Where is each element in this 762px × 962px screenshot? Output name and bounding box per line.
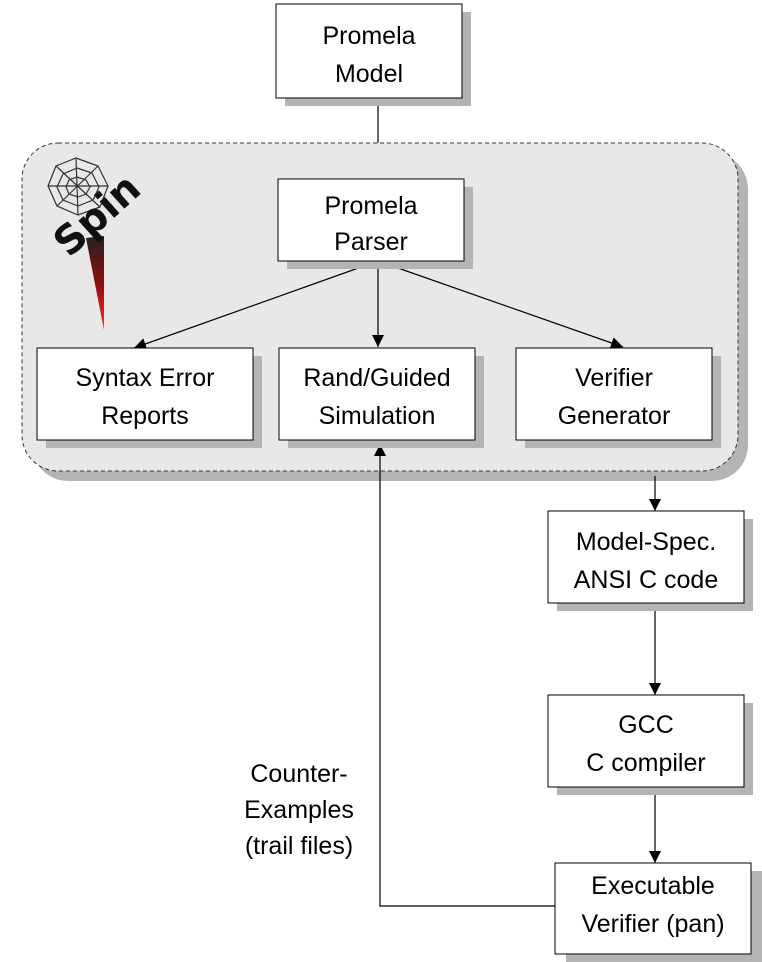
executable-verifier-box: Executable Verifier (pan) bbox=[554, 862, 762, 962]
spin-spike-icon bbox=[86, 236, 104, 330]
simulation-line2: Simulation bbox=[319, 402, 436, 430]
verifier-generator-line1: Verifier bbox=[575, 364, 653, 392]
counter-line1: Counter- bbox=[250, 760, 347, 788]
syntax-error-line2: Reports bbox=[101, 402, 189, 430]
parser-to-generator-arrow bbox=[377, 260, 624, 349]
syntax-error-line1: Syntax Error bbox=[76, 364, 215, 392]
gcc-line1: GCC bbox=[618, 711, 674, 739]
connectors bbox=[133, 106, 661, 907]
promela-model-line2: Model bbox=[335, 60, 403, 88]
verifier-generator-box: Verifier Generator bbox=[515, 347, 721, 448]
executable-line1: Executable bbox=[591, 872, 715, 900]
parser-to-syntax-arrow bbox=[133, 260, 379, 350]
verifier-generator-line2: Generator bbox=[558, 402, 671, 430]
syntax-error-reports-box: Syntax Error Reports bbox=[36, 347, 262, 448]
model-spec-line1: Model-Spec. bbox=[576, 528, 716, 556]
gcc-box: GCC C compiler bbox=[547, 694, 753, 795]
promela-model-line1: Promela bbox=[322, 22, 415, 50]
promela-model-box: Promela Model bbox=[275, 3, 471, 106]
simulation-line1: Rand/Guided bbox=[303, 364, 450, 392]
simulation-box: Rand/Guided Simulation bbox=[278, 347, 484, 448]
spiderweb-icon bbox=[47, 157, 109, 216]
counter-line3: (trail files) bbox=[245, 832, 353, 860]
counter-examples-label: Counter- Examples (trail files) bbox=[244, 760, 354, 860]
promela-parser-line1: Promela bbox=[324, 192, 417, 220]
promela-parser-line2: Parser bbox=[334, 228, 408, 256]
promela-parser-box: Promela Parser bbox=[277, 178, 473, 269]
executable-line2: Verifier (pan) bbox=[581, 910, 724, 938]
counter-line2: Examples bbox=[244, 796, 354, 824]
gcc-line2: C compiler bbox=[586, 749, 705, 777]
counterexample-feedback-arrow bbox=[374, 444, 555, 907]
model-spec-line2: ANSI C code bbox=[574, 566, 719, 594]
model-spec-box: Model-Spec. ANSI C code bbox=[547, 510, 753, 611]
